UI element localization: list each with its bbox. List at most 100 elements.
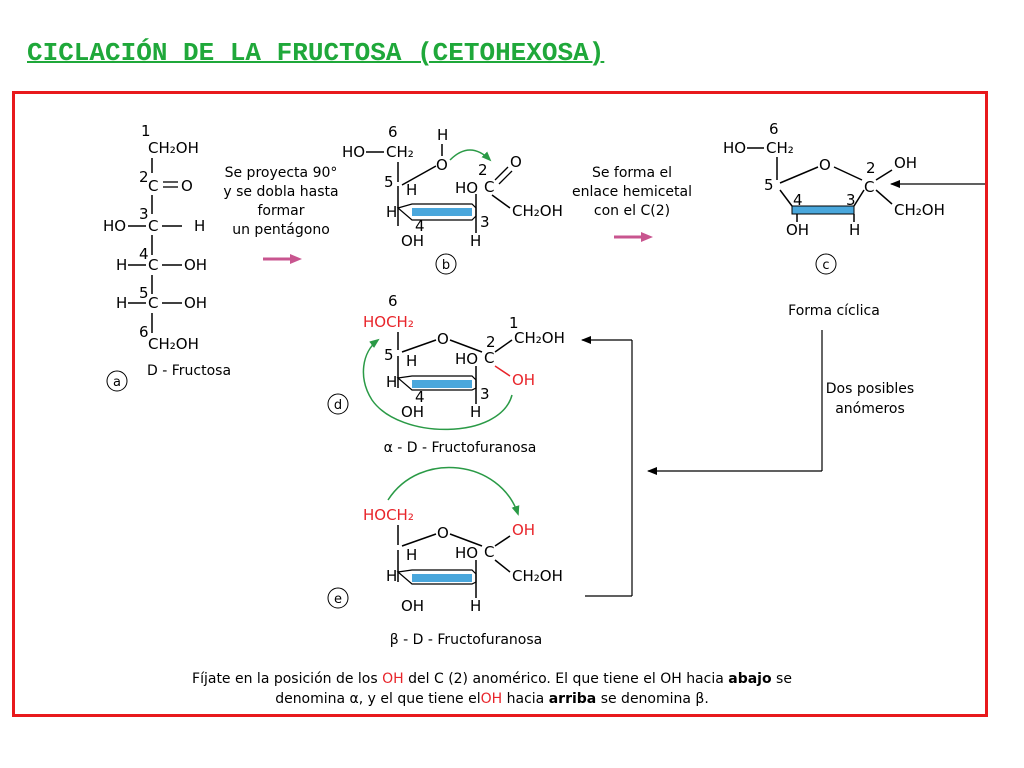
svg-text:un pentágono: un pentágono xyxy=(232,222,330,238)
group-label: CH₂ xyxy=(766,139,794,157)
label-c: c xyxy=(822,258,829,273)
ring-bond-highlight xyxy=(412,574,472,582)
atom-label: H xyxy=(849,221,860,239)
carbon-number: 3 xyxy=(846,191,856,209)
carbon-number: 6 xyxy=(139,323,149,341)
ring-bond-highlight xyxy=(412,208,472,216)
structure-e: HOCH₂ O H H OH H HO C OH CH₂OH e β - D -… xyxy=(327,466,563,648)
label-a: a xyxy=(113,375,121,390)
carbon-number: 3 xyxy=(480,385,490,403)
frame-border xyxy=(12,91,988,717)
atom-label: H xyxy=(406,546,417,564)
group-label: CH₂ xyxy=(386,143,414,161)
atom-label: H xyxy=(406,181,417,199)
svg-text:y se dobla hasta: y se dobla hasta xyxy=(223,184,338,200)
carbon-number: 4 xyxy=(415,388,425,406)
group-label: OH xyxy=(401,232,424,250)
atom-label: H xyxy=(406,352,417,370)
group-label: OH xyxy=(184,256,207,274)
atom-label: H xyxy=(470,597,481,615)
carbon-number: 3 xyxy=(139,205,149,223)
atom-label: C xyxy=(148,177,158,195)
page-title: CICLACIÓN DE LA FRUCTOSA (CETOHEXOSA) xyxy=(27,38,605,68)
group-label: CH₂OH xyxy=(148,335,199,353)
atom-label: O xyxy=(436,156,448,174)
atom-label: O xyxy=(510,153,522,171)
label-circle-c xyxy=(815,253,837,275)
label-e: e xyxy=(334,592,342,607)
group-label: HO xyxy=(455,179,478,197)
label-circle-a xyxy=(106,370,128,392)
atom-label: H xyxy=(386,567,397,585)
svg-text:Se proyecta 90°: Se proyecta 90° xyxy=(225,165,338,181)
atom-label: H xyxy=(116,256,127,274)
atom-label: O xyxy=(437,524,449,542)
carbon-number: 4 xyxy=(139,245,149,263)
atom-label: C xyxy=(148,256,158,274)
atom-label: H xyxy=(194,217,205,235)
group-label: CH₂OH xyxy=(894,201,945,219)
carbon-number: 1 xyxy=(509,314,519,332)
attack-arrow xyxy=(449,149,492,162)
carbon-number: 5 xyxy=(139,284,149,302)
structure-a: 1 CH₂OH 2 C O 3 HO C H 4 H C OH 5 H C OH… xyxy=(103,122,231,392)
alpha-name: α - D - Fructofuranosa xyxy=(384,440,537,456)
carbon-number: 2 xyxy=(866,159,876,177)
alpha-curved-arrow xyxy=(362,338,513,431)
group-label: HO xyxy=(455,544,478,562)
atom-label: H xyxy=(116,294,127,312)
atom-label: H xyxy=(470,232,481,250)
label-circle-e xyxy=(327,587,349,609)
ring-bond-highlight xyxy=(412,380,472,388)
carbon-number: 5 xyxy=(764,176,774,194)
group-label: HO xyxy=(342,143,365,161)
forma-ciclica-label: Forma cíclica xyxy=(788,303,880,319)
beta-name: β - D - Fructofuranosa xyxy=(390,632,542,648)
atom-label: C xyxy=(148,294,158,312)
atom-label: H xyxy=(470,403,481,421)
carbon-number: 4 xyxy=(793,191,803,209)
fructosa-label: D - Fructosa xyxy=(147,363,231,379)
svg-text:Fíjate en la posición de los O: Fíjate en la posición de los OH del C (2… xyxy=(192,671,792,687)
oh-down-highlight: OH xyxy=(512,371,535,389)
atom-label: C xyxy=(484,349,494,367)
group-label: CH₂OH xyxy=(148,139,199,157)
carbon-number: 6 xyxy=(388,123,398,141)
label-circle-d xyxy=(327,393,349,415)
carbon-number: 4 xyxy=(415,217,425,235)
group-label: CH₂OH xyxy=(512,202,563,220)
carbon-number: 6 xyxy=(769,120,779,138)
structure-b: 6 HO CH₂ H O 5 H H 4 OH 3 H HO 2 C O CH₂… xyxy=(342,123,563,275)
carbon-number: 5 xyxy=(384,173,394,191)
group-label: OH xyxy=(401,597,424,615)
atom-label: O xyxy=(181,177,193,195)
group-label: OH xyxy=(401,403,424,421)
step1-caption: Se proyecta 90° y se dobla hasta formar … xyxy=(223,165,338,238)
structure-d: 6 HOCH₂ O 5 H H 4 OH 3 H HO 2 C 1 CH₂OH … xyxy=(327,292,565,456)
structure-c: 6 HO CH₂ 5 O 2 C OH CH₂OH 4 3 OH H c For… xyxy=(723,120,945,319)
label-d: d xyxy=(334,398,342,413)
svg-text:Dos posibles: Dos posibles xyxy=(826,381,914,397)
carbon-number: 1 xyxy=(141,122,151,140)
beta-curved-arrow xyxy=(387,466,520,516)
ring-bond-highlight xyxy=(791,205,855,215)
atom-label: O xyxy=(819,156,831,174)
group-label: OH xyxy=(184,294,207,312)
svg-text:anómeros: anómeros xyxy=(835,401,905,417)
carbon-number: 6 xyxy=(388,292,398,310)
group-label-highlight: HOCH₂ xyxy=(363,506,414,524)
svg-text:formar: formar xyxy=(258,203,305,219)
label-circle-b xyxy=(435,253,457,275)
label-b: b xyxy=(442,258,450,273)
group-label: CH₂OH xyxy=(514,329,565,347)
atom-label: H xyxy=(437,126,448,144)
atom-label: C xyxy=(148,217,158,235)
group-label-highlight: HOCH₂ xyxy=(363,313,414,331)
carbon-number: 2 xyxy=(486,333,496,351)
carbon-number: 2 xyxy=(139,168,149,186)
group-label: HO xyxy=(103,217,126,235)
group-label: CH₂OH xyxy=(512,567,563,585)
svg-text:denomina α, y el que tiene elO: denomina α, y el que tiene elOH hacia ar… xyxy=(275,691,709,707)
group-label: OH xyxy=(894,154,917,172)
